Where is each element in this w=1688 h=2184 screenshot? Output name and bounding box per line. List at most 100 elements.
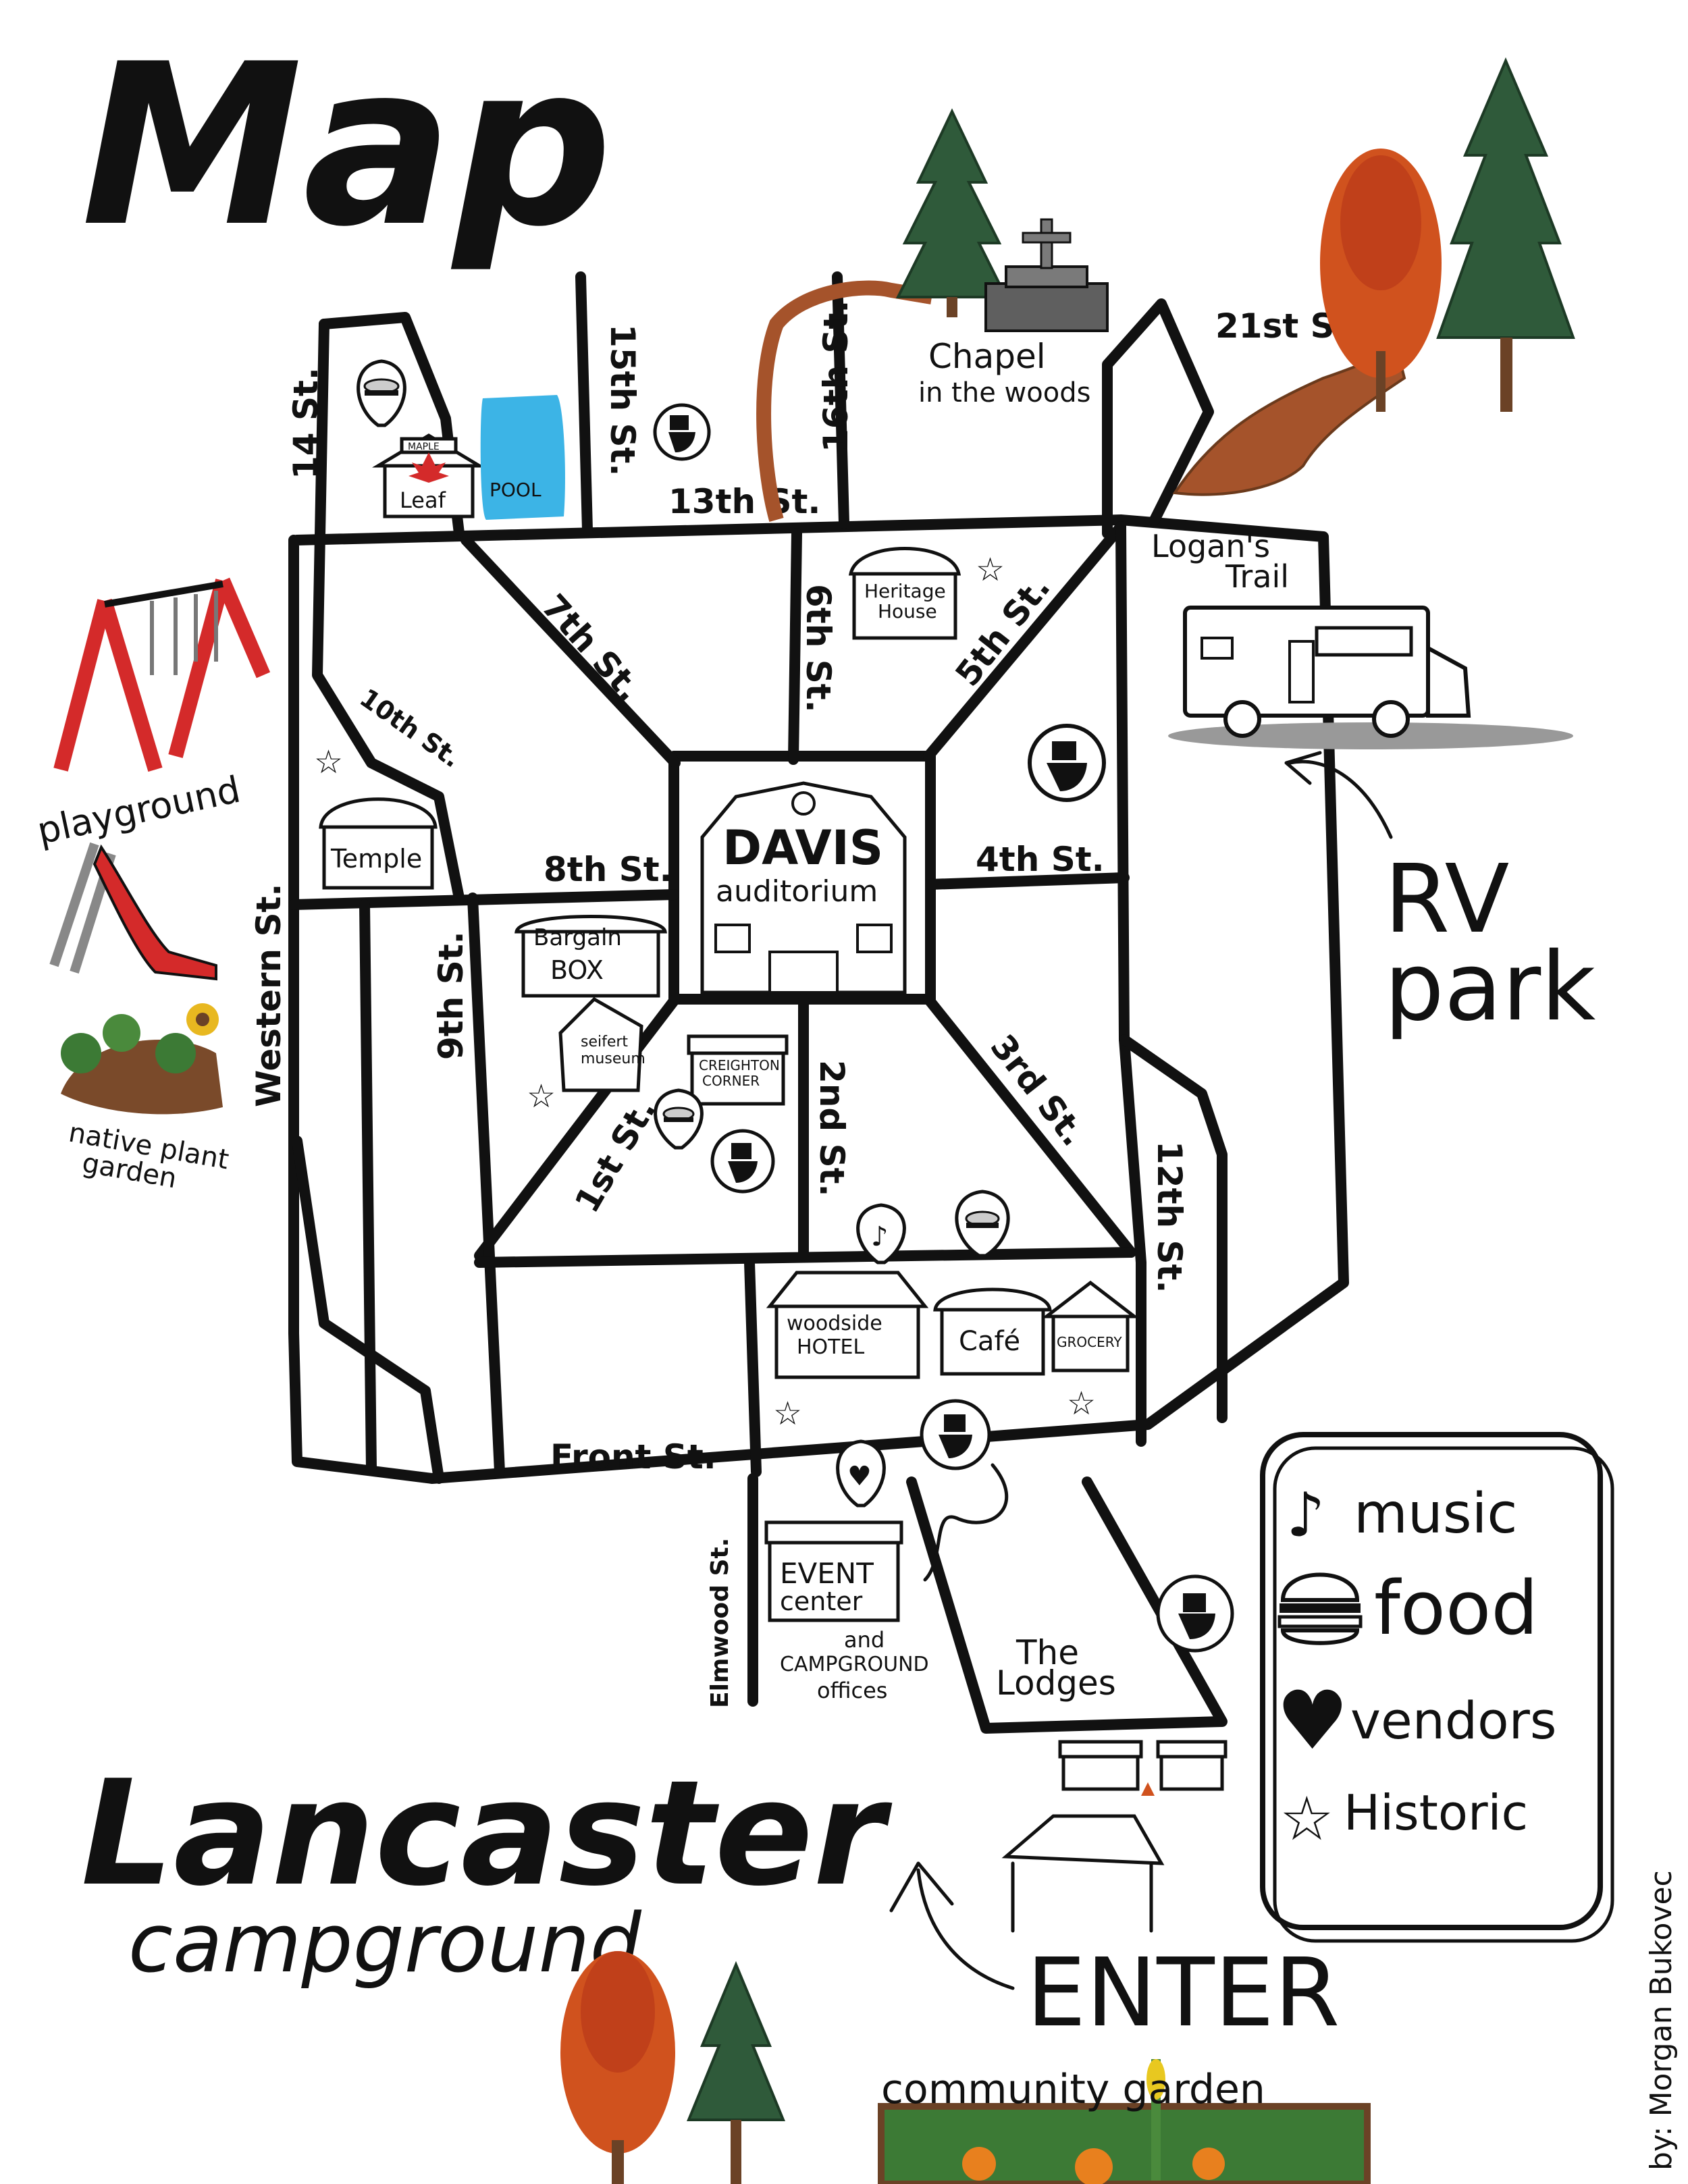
davis-label-1: DAVIS — [722, 820, 883, 876]
swing-set-icon — [53, 577, 271, 772]
restroom-icon-4 — [920, 1399, 991, 1470]
davis-auditorium: DAVIS auditorium — [700, 781, 907, 994]
rv-label-2: park — [1384, 932, 1595, 1042]
legend-icon-music: ♪ — [1286, 1480, 1325, 1551]
temple-building: Temple — [319, 797, 438, 890]
historic-star-grocery: ☆ — [1067, 1385, 1096, 1422]
street-label-16: 16th St. — [816, 300, 855, 452]
legend-icon-historic: ☆ — [1280, 1784, 1334, 1855]
rv-label-1: RV — [1384, 845, 1509, 955]
heritage-house: Heritage House — [848, 547, 961, 640]
seifert-label-1: seifert — [581, 1034, 628, 1050]
native-garden-icon — [61, 1003, 223, 1115]
rv-arrow — [1288, 760, 1393, 839]
restroom-icon-5 — [1156, 1574, 1234, 1653]
path-arrow-event — [923, 1463, 1009, 1582]
heritage-label-2: House — [878, 600, 937, 622]
food-marker-cafe — [955, 1190, 1010, 1258]
street-label-12: 12th St. — [1150, 1141, 1189, 1293]
event-note-2: CAMPGROUND — [780, 1653, 929, 1676]
pine-tree-top — [895, 108, 1009, 317]
creighton-label-1: CREIGHTON — [699, 1057, 780, 1073]
legend-icon-food — [1277, 1572, 1363, 1645]
enter-label: ENTER — [1026, 1938, 1340, 2048]
street-label-13: 13th St. — [668, 482, 820, 521]
seifert-label-2: museum — [581, 1050, 645, 1067]
cafe-building: Café — [933, 1287, 1052, 1376]
street-label-6: 6th St. — [799, 584, 838, 713]
vendors-marker: ♥ — [836, 1439, 886, 1508]
trees-bottom-left — [560, 1951, 785, 2184]
food-marker-maple — [357, 359, 406, 427]
community-garden-label: community garden — [881, 2066, 1265, 2113]
woodside-label-2: HOTEL — [797, 1335, 864, 1359]
road-network — [288, 271, 1349, 1734]
street-label-front: Front St. — [550, 1437, 716, 1476]
chapel-label-1: Chapel — [928, 337, 1046, 376]
temple-label: Temple — [330, 844, 422, 874]
bargain-label-1: Bargain — [533, 924, 622, 951]
logans-trail-label-2: Trail — [1225, 558, 1289, 595]
event-note-3: offices — [817, 1678, 887, 1703]
chapel-building — [984, 218, 1109, 332]
woodside-label-1: woodside — [787, 1312, 882, 1335]
credit-text: by: Morgan Bukovec — [1644, 1870, 1679, 2170]
restroom-icon-2 — [1028, 724, 1106, 802]
restroom-icon-3 — [710, 1129, 775, 1194]
street-label-7: 7th St. — [534, 587, 650, 708]
maple-label: MAPLE — [408, 442, 440, 452]
bargain-label-2: BOX — [550, 955, 604, 985]
enter-arrow — [916, 1868, 1015, 1990]
street-label-9: 9th St. — [431, 931, 471, 1060]
campground-subtitle: campground — [128, 1897, 642, 1991]
restroom-icon-1 — [653, 403, 711, 461]
seifert-museum: seifert museum — [558, 996, 645, 1092]
legend-icon-vendors: ♥ — [1276, 1674, 1349, 1768]
lodges-label-1: The — [1016, 1633, 1079, 1672]
legend-label-historic: Historic — [1344, 1784, 1528, 1841]
legend-label-food: food — [1374, 1565, 1538, 1651]
historic-star-hotel: ☆ — [773, 1395, 802, 1433]
event-label-1: EVENT — [780, 1557, 874, 1590]
creighton-corner: CREIGHTON CORNER — [687, 1034, 789, 1106]
chapel-area: Chapel in the woods — [756, 108, 1109, 523]
bargain-box: Bargain BOX — [515, 915, 667, 998]
heritage-label-1: Heritage — [864, 580, 946, 602]
food-marker-creighton — [654, 1088, 704, 1150]
event-note-1: and — [844, 1627, 885, 1653]
legend-label-vendors: vendors — [1350, 1690, 1556, 1751]
trail-bend — [1172, 349, 1406, 496]
slide-icon — [49, 842, 217, 981]
lodge-cabins — [1058, 1740, 1228, 1796]
street-label-1: 1st St. — [567, 1092, 664, 1219]
davis-label-2: auditorium — [716, 874, 878, 909]
street-label-15: 15th St. — [603, 324, 642, 476]
street-label-4: 4th St. — [976, 840, 1105, 879]
logans-trail-label-1: Logan's — [1151, 528, 1270, 564]
event-center: EVENT center — [764, 1520, 903, 1622]
street-label-elmwood: Elmwood St. — [706, 1538, 734, 1708]
map-title: Map — [81, 16, 612, 275]
map-legend: ♪ music food ♥ vendors ☆ Historic — [1260, 1432, 1614, 1943]
woodside-hotel: woodside HOTEL — [766, 1271, 929, 1379]
maple-leaf-building: MAPLE Leaf — [371, 433, 486, 518]
svg-text:♪: ♪ — [871, 1221, 889, 1252]
cafe-label: Café — [959, 1326, 1020, 1357]
chapel-label-2: in the woods — [918, 377, 1090, 408]
entrance-gate — [1001, 1814, 1165, 1933]
lodges-label-2: Lodges — [996, 1663, 1116, 1703]
community-garden: community garden — [878, 2059, 1371, 2184]
creighton-label-2: CORNER — [702, 1073, 760, 1089]
orange-tree-icon — [1320, 149, 1442, 412]
grocery-building: GROCERY — [1041, 1280, 1140, 1373]
playground-label: playground — [34, 768, 244, 853]
leaf-label: Leaf — [400, 487, 446, 513]
music-marker: ♪ — [856, 1203, 906, 1264]
svg-text:♥: ♥ — [847, 1461, 872, 1492]
grocery-label: GROCERY — [1057, 1334, 1122, 1350]
legend-label-music: music — [1354, 1482, 1517, 1546]
historic-star-seifert: ☆ — [527, 1077, 556, 1115]
street-label-14: 14 St. — [286, 367, 325, 479]
